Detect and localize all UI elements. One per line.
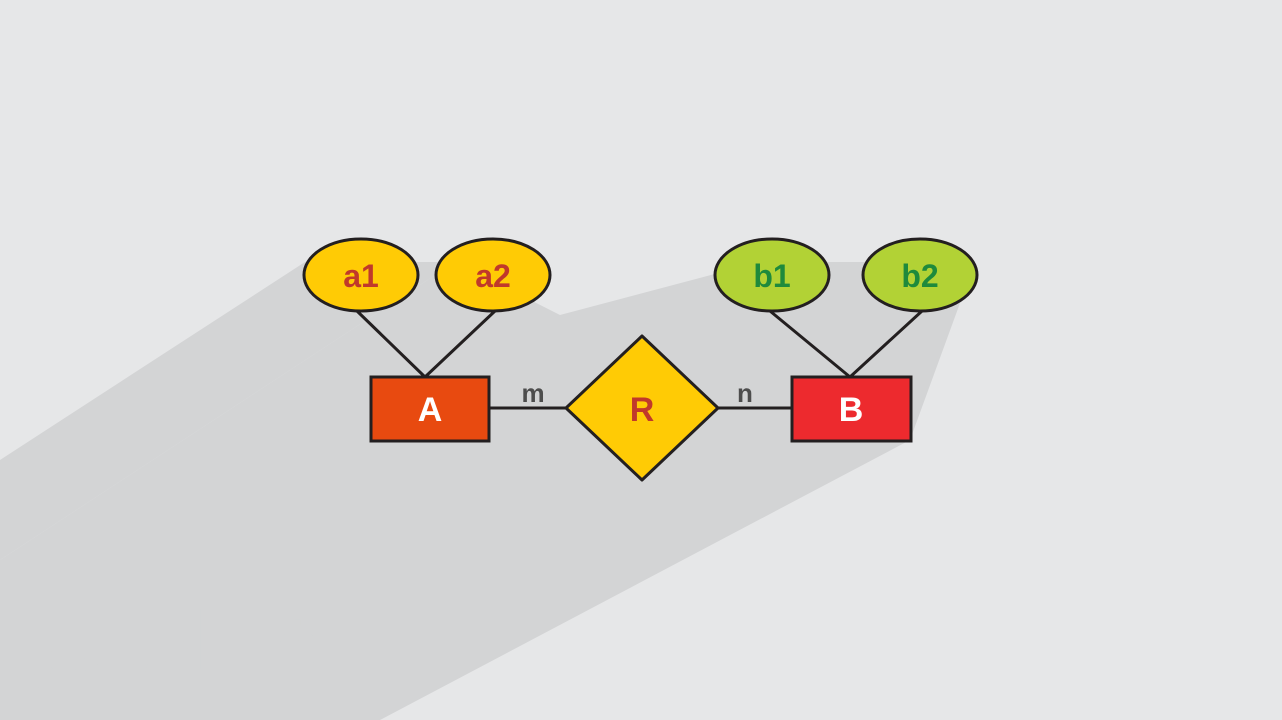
watermark-logo: فرادرس — [0, 596, 324, 690]
attribute-a2-label: a2 — [475, 258, 511, 294]
relationship-R-label: R — [630, 391, 655, 429]
entity-B-label: B — [839, 391, 864, 429]
shadow-right — [0, 262, 975, 720]
entity-A: A — [369, 375, 491, 443]
attribute-b2: b2 — [861, 237, 979, 313]
edge-a1-A — [355, 309, 427, 379]
attribute-b1: b1 — [713, 237, 831, 313]
relationship-R: R — [564, 334, 720, 482]
attribute-b2-label: b2 — [901, 258, 938, 294]
cardinality-m: m — [521, 378, 544, 408]
cardinality-n: n — [737, 378, 753, 408]
attribute-a1-label: a1 — [343, 258, 379, 294]
attribute-a2: a2 — [434, 237, 552, 313]
edge-b2-B — [848, 309, 924, 379]
attribute-b1-label: b1 — [753, 258, 790, 294]
edge-a2-A — [423, 309, 497, 379]
entity-A-label: A — [418, 391, 443, 429]
edge-b1-B — [768, 309, 852, 379]
entity-B: B — [790, 375, 913, 443]
attribute-a1: a1 — [302, 237, 420, 313]
